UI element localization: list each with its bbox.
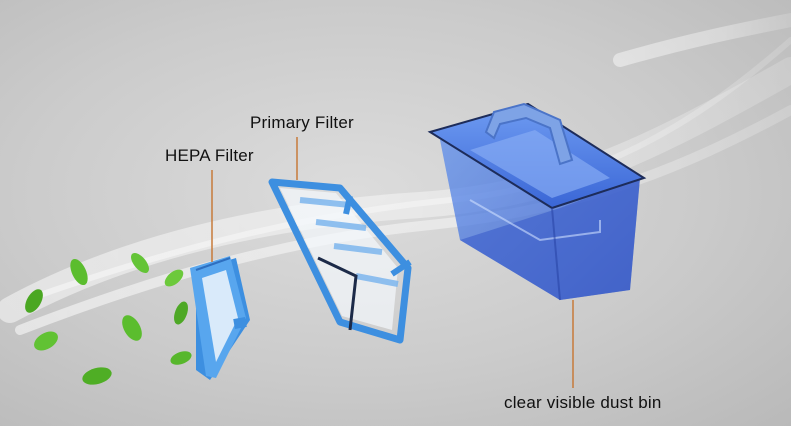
leader-lines — [211, 137, 574, 388]
hepa-filter-label: HEPA Filter — [165, 146, 254, 165]
dust-bin-illustration — [427, 102, 647, 301]
leaf-icon — [164, 269, 184, 287]
leaves — [25, 253, 192, 385]
leaf-icon — [131, 253, 149, 273]
dust-bin-label: clear visible dust bin — [504, 393, 662, 412]
leaf-icon — [70, 258, 88, 286]
leaf-icon — [174, 301, 188, 325]
leaf-icon — [34, 331, 58, 351]
airflow-swirl — [0, 13, 791, 335]
leaf-icon — [25, 289, 43, 313]
leaf-icon — [122, 315, 142, 341]
primary-filter-illustration — [268, 178, 412, 344]
leaf-icon — [82, 367, 112, 385]
leaf-icon — [170, 351, 192, 365]
hepa-filter-illustration — [190, 256, 250, 380]
primary-filter-label: Primary Filter — [250, 113, 354, 132]
